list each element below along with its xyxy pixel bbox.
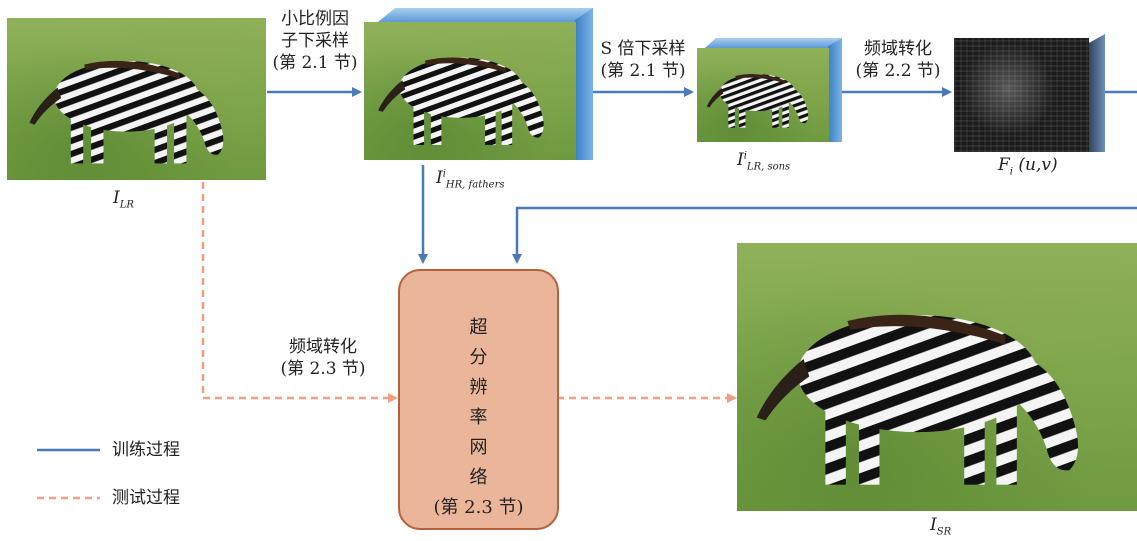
label-f-uv: Fi (u,v) [998,155,1058,178]
frequency-map-image [954,38,1089,152]
freq-slab-side [1088,34,1105,152]
label-freq-transform-top: 频域转化 (第 2.2 节) [855,39,941,81]
hr-fathers-slab-side [575,8,593,160]
label-small-downsample: 小比例因 子下采样 (第 2.1 节) [272,9,358,73]
label-i-lr-sons: IiLR, sons [737,150,791,173]
legend-train-label: 训练过程 [112,440,180,460]
label-i-sr: ISR [930,515,952,538]
arrow-freq-feedback-to-net [512,206,1137,264]
label-s-downsample: S 倍下采样 (第 2.1 节) [600,39,686,81]
super-resolution-network-box: 超 分 辨 率 网 络 (第 2.3 节) [398,269,559,530]
hr-fathers-image [364,22,576,160]
input-lr-image [7,18,266,180]
label-i-lr: ILR [113,188,134,211]
arrow-test-lr-to-net [201,182,398,403]
lr-sons-image [697,48,829,142]
network-label: 超 分 辨 率 网 络 (第 2.3 节) [433,317,524,518]
label-i-hr-fathers: IiHR, fathers [436,168,505,191]
legend-test-label: 测试过程 [112,488,180,508]
hr-fathers-slab-top [378,8,593,22]
lr-sons-slab-top [705,38,842,48]
lr-sons-slab-side [828,38,842,142]
label-freq-transform-test: 频域转化 (第 2.3 节) [280,337,366,379]
output-sr-image [737,243,1137,511]
